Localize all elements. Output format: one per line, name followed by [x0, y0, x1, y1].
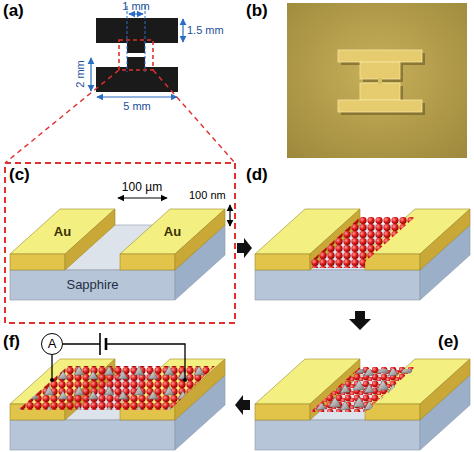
photo-electrodes: [338, 50, 422, 112]
measurement-circuit: [52, 333, 185, 380]
zoom-box: [119, 40, 153, 70]
photo-background: [287, 3, 467, 158]
step-arrow: [235, 395, 250, 415]
zoom-line: [153, 70, 235, 163]
wire: [51, 355, 52, 380]
gold-electrode: Au: [35, 222, 90, 242]
dimension-label: 2 mm: [74, 52, 88, 96]
dimension-label: 1.5 mm: [187, 24, 233, 36]
wire: [63, 343, 100, 344]
battery-plate: [99, 333, 101, 355]
panel-letter: (e): [438, 333, 472, 352]
chip-with-film: [10, 359, 225, 450]
node-text: Sapphire: [66, 278, 118, 292]
thickness-dimension: [229, 205, 230, 226]
neck: [127, 43, 145, 53]
ammeter-symbol: A: [41, 333, 63, 355]
dimension-arrow: [182, 19, 183, 42]
gap-dimension: [118, 197, 167, 198]
panel-letter: (d): [246, 166, 280, 185]
photo-neck: [378, 78, 382, 84]
neck: [127, 57, 145, 67]
photo-pad: [338, 50, 422, 62]
chip-with-particles: [255, 209, 470, 300]
panel-letter: (b): [246, 2, 280, 21]
particle-layer: [310, 217, 415, 262]
gold-electrode: Au: [145, 222, 200, 242]
panel-letter: (c): [9, 166, 43, 185]
device-photo: [287, 3, 467, 158]
chip: [10, 359, 225, 450]
node-text: Au: [54, 225, 71, 239]
sapphire-substrate: Sapphire: [10, 270, 175, 300]
chip: [255, 359, 470, 450]
chip-with-particles: [255, 359, 470, 450]
dimension-label: 100 µm: [107, 181, 177, 194]
panel-letter: (a): [3, 2, 37, 21]
step-arrow: [237, 238, 252, 258]
contact-point: [50, 378, 54, 382]
photo-pad: [360, 83, 400, 100]
dimension-guide: [127, 6, 128, 72]
bare-chip: [10, 209, 225, 300]
dimension-arrow: [97, 96, 177, 97]
pyramid-layer: [310, 369, 415, 414]
dimension-guide: [145, 6, 146, 72]
node-text: A: [48, 337, 57, 351]
wire: [106, 344, 185, 380]
electrode-layout: [5, 6, 235, 163]
zoom-panel: [5, 163, 235, 323]
chip: [255, 209, 470, 300]
dimension-label: 5 mm: [112, 100, 162, 112]
dimension-label: 100 nm: [189, 189, 235, 201]
dimension-arrow: [129, 13, 143, 14]
step-arrow: [349, 311, 371, 330]
panel-letter: (f): [3, 333, 37, 352]
dimension-arrow: [90, 58, 91, 91]
node-text: Au: [164, 225, 181, 239]
dimension-label: 1 mm: [111, 0, 161, 12]
particle-row: [311, 260, 365, 268]
zoom-line: [5, 70, 119, 163]
contact-point: [183, 378, 187, 382]
photo-pad: [338, 100, 422, 112]
photo-pad: [360, 62, 400, 79]
